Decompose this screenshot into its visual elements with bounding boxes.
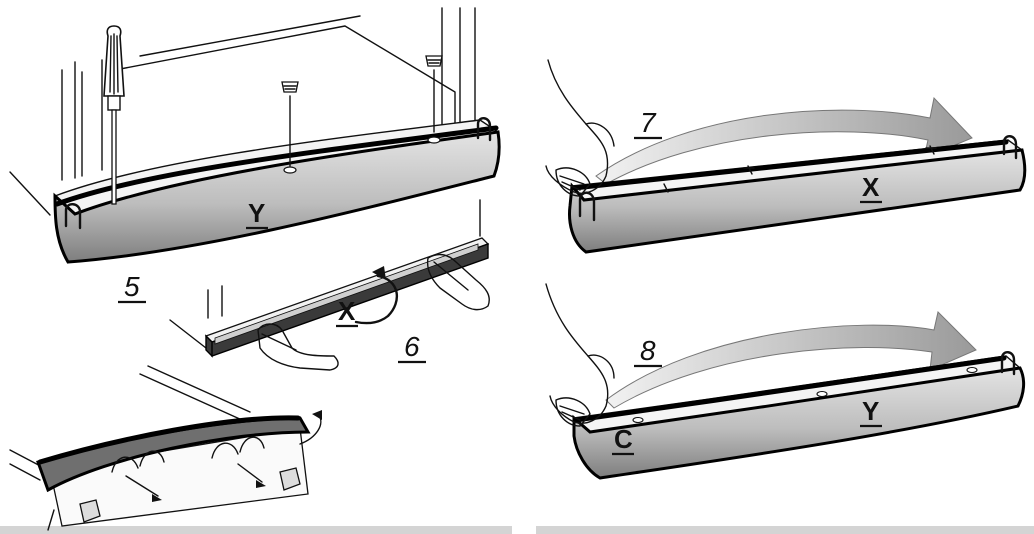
- step8-illustration: Y C 8: [545, 283, 1026, 480]
- frame-bar-left: [0, 526, 512, 534]
- detail-illustration: [9, 365, 322, 531]
- frame-bar-right: [536, 526, 1034, 534]
- strip-x-right: [568, 148, 1027, 254]
- step7-illustration: X 7: [545, 59, 1027, 254]
- label-y-top: Y: [248, 198, 265, 228]
- label-x-mid: X: [338, 296, 356, 326]
- label-x-right: X: [862, 172, 880, 202]
- label-step-6: 6: [404, 331, 420, 362]
- label-step-8: 8: [640, 335, 656, 366]
- plinth-y: [53, 130, 501, 264]
- label-c-right: C: [614, 424, 633, 454]
- label-y-right: Y: [862, 396, 879, 426]
- arrow-step8: [605, 311, 977, 409]
- plinth-y-right: [572, 366, 1026, 480]
- step5-illustration: Y 5: [9, 7, 501, 304]
- label-step-7: 7: [640, 107, 657, 138]
- step6-illustration: X 6: [169, 199, 490, 371]
- label-step-5: 5: [124, 271, 140, 302]
- screwdriver-icon: [103, 25, 125, 205]
